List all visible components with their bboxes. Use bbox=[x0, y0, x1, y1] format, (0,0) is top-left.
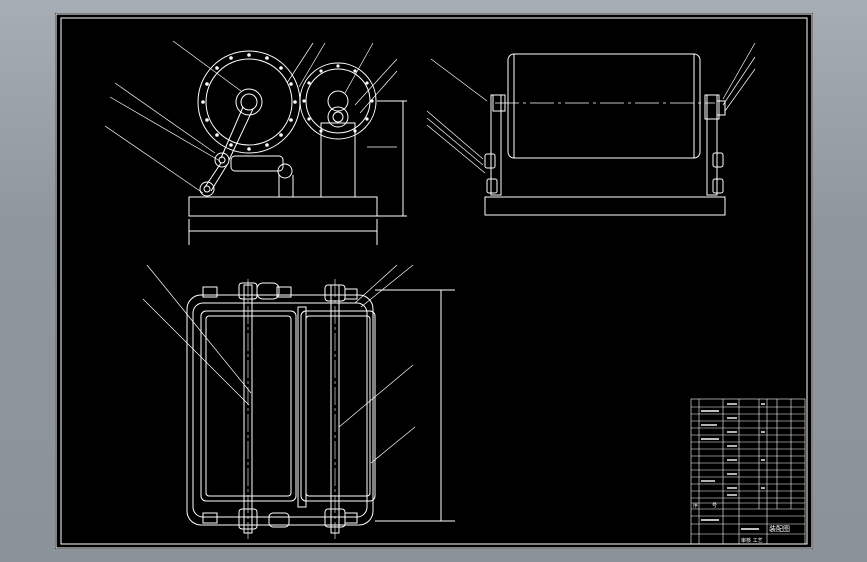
bearing-bottom-2 bbox=[238, 508, 258, 530]
link-arm-3 bbox=[204, 162, 222, 188]
motor-cylinder bbox=[230, 155, 284, 172]
drum-section-right-inner bbox=[305, 315, 371, 497]
right-bearing-upper bbox=[704, 94, 720, 120]
bom-row-label-1: 序 bbox=[693, 502, 698, 509]
large-gear-hub bbox=[235, 88, 263, 116]
left-bearing-upper bbox=[492, 94, 506, 112]
crank-pivot-lower bbox=[199, 181, 215, 197]
motor-pivot bbox=[277, 163, 293, 179]
drum-section-left-inner bbox=[205, 315, 292, 497]
top-frame-outline bbox=[186, 294, 374, 526]
small-gear-hub bbox=[327, 90, 349, 112]
small-gear-lower-bore bbox=[332, 111, 344, 123]
small-gear-outer bbox=[299, 62, 377, 140]
drawing-sheet: 序 号 装配图 审核 工艺 bbox=[55, 13, 813, 549]
crank-pivot-lower-pin bbox=[203, 185, 211, 193]
crank-pivot-upper bbox=[214, 152, 230, 168]
large-gear-bore bbox=[240, 93, 258, 111]
right-bearing-base bbox=[712, 178, 724, 194]
end-view-leaders bbox=[426, 42, 756, 174]
small-gear-inner bbox=[305, 68, 371, 134]
title-block bbox=[690, 398, 806, 545]
drum-section-right bbox=[300, 310, 376, 502]
drum-section-left bbox=[200, 310, 297, 502]
inner-border bbox=[60, 17, 808, 545]
right-gear-plate bbox=[716, 100, 726, 116]
bearing-bottom-3 bbox=[268, 512, 290, 528]
side-view bbox=[104, 40, 407, 245]
small-gear-lower-hub bbox=[327, 106, 349, 128]
small-gear bbox=[299, 62, 377, 140]
large-gear-bolt-holes bbox=[201, 53, 297, 151]
left-bearing-base bbox=[486, 178, 498, 194]
shaft-2 bbox=[297, 306, 307, 508]
link-arm-1 bbox=[220, 106, 244, 159]
large-gear-inner bbox=[205, 58, 293, 146]
large-gear-outer bbox=[197, 50, 301, 154]
bearing-bottom-1 bbox=[202, 512, 218, 524]
bom-rows bbox=[691, 406, 805, 504]
bearing-top-6 bbox=[344, 288, 358, 300]
base-plate bbox=[188, 196, 378, 217]
support-pillar bbox=[320, 122, 356, 197]
large-gear bbox=[197, 50, 301, 154]
bearing-top-1 bbox=[202, 286, 218, 298]
drawing-name: 装配图 bbox=[769, 524, 790, 533]
left-bearing-lower bbox=[484, 153, 496, 169]
title-block-frame bbox=[690, 398, 806, 545]
top-view-leaders bbox=[142, 264, 416, 464]
crank-pivot-upper-pin bbox=[218, 156, 226, 164]
link-arm-2 bbox=[228, 108, 254, 161]
right-frame bbox=[706, 94, 718, 196]
top-view bbox=[142, 264, 455, 539]
drum-body bbox=[507, 53, 701, 159]
bearing-top-3 bbox=[256, 282, 280, 300]
title-block-note: 审核 工艺 bbox=[741, 537, 763, 544]
outer-border bbox=[55, 13, 813, 549]
bearing-bottom-5 bbox=[344, 512, 358, 524]
bom-row-label-2: 号 bbox=[712, 503, 717, 509]
end-view bbox=[426, 42, 756, 216]
bom-text-marks bbox=[701, 403, 765, 530]
top-frame-inner bbox=[192, 302, 368, 518]
side-view-leaders bbox=[104, 40, 398, 194]
bearing-top-4 bbox=[276, 286, 292, 298]
end-view-base bbox=[484, 196, 726, 216]
small-gear-bolt-holes bbox=[302, 64, 374, 133]
crank-linkage bbox=[199, 106, 294, 197]
drawing-canvas: 序 号 装配图 审核 工艺 bbox=[55, 13, 813, 549]
right-bearing-lower bbox=[712, 152, 724, 168]
